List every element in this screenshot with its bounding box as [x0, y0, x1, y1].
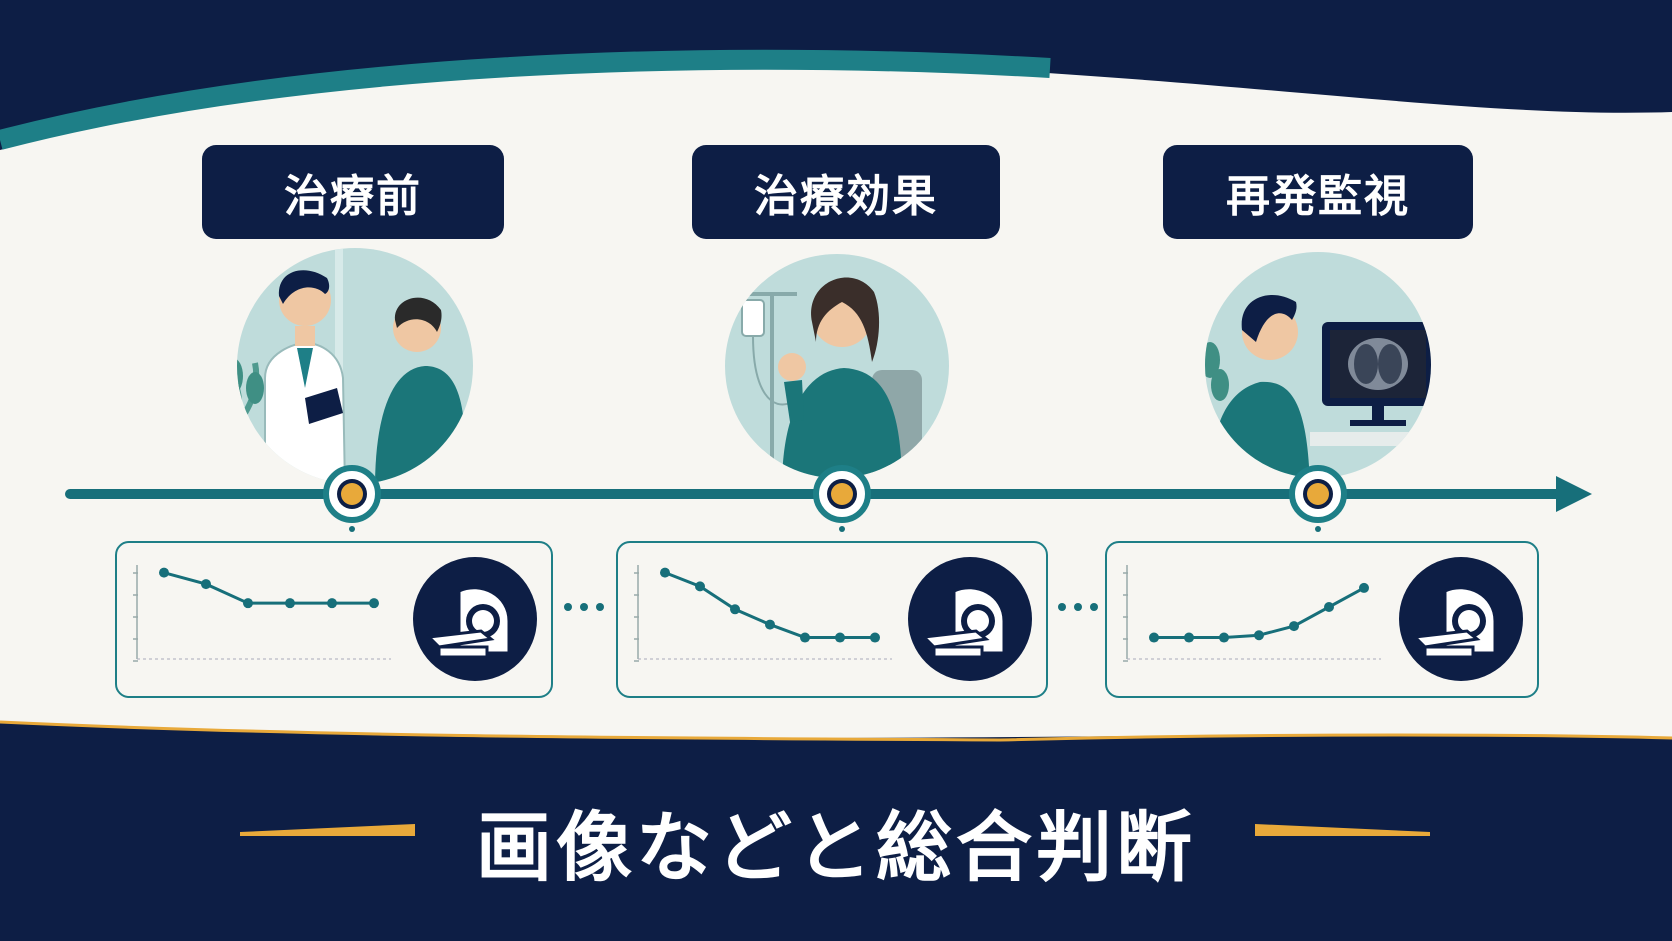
ct-monitor-illustration: [1205, 252, 1431, 478]
data-point: [159, 567, 169, 578]
trend-chart-recurrence: [1123, 565, 1381, 662]
chart-panel-effect: [616, 541, 1048, 698]
data-point: [1289, 621, 1299, 632]
data-point: [369, 598, 379, 609]
conclusion-text: 画像などと総合判断: [476, 803, 1196, 892]
data-point: [1149, 632, 1159, 643]
stage-label-before: 治療前: [202, 145, 504, 239]
data-point: [765, 619, 775, 630]
ellipsis-2: [1058, 603, 1098, 611]
data-point: [870, 632, 880, 643]
scanner-bed: [1411, 629, 1481, 649]
ct-scanner-icon: [908, 557, 1032, 681]
ct-scanner-icon: [413, 557, 537, 681]
data-point: [730, 604, 740, 615]
data-point: [1184, 632, 1194, 643]
data-point: [1324, 602, 1334, 612]
stage-label-recurrence: 再発監視: [1163, 145, 1473, 239]
series-line: [1154, 586, 1365, 640]
scanner-bore-inner: [1458, 610, 1480, 632]
iv-treatment-illustration: [725, 254, 949, 478]
chart-panel-recurrence: [1105, 541, 1539, 698]
chart-panel-before: [115, 541, 553, 698]
data-point: [1219, 632, 1229, 643]
data-point: [835, 632, 845, 643]
scanner-bore-inner: [967, 610, 989, 632]
scanner-bed: [425, 629, 495, 649]
scanner-bed-base: [437, 645, 489, 659]
data-point: [201, 579, 211, 590]
data-point: [800, 632, 810, 643]
trend-chart-before: [133, 565, 391, 662]
data-point: [285, 598, 295, 609]
scanner-bed-base: [1423, 645, 1475, 659]
trend-chart-effect: [634, 565, 892, 662]
data-point: [327, 598, 337, 609]
data-point: [243, 598, 253, 609]
ct-scanner-icon: [1399, 557, 1523, 681]
data-point: [1254, 630, 1264, 641]
scanner-bed-base: [932, 645, 984, 659]
data-point: [695, 581, 705, 592]
scanner-bed: [920, 629, 990, 649]
data-point: [660, 567, 670, 578]
stage-label-effect: 治療効果: [692, 145, 1000, 239]
scanner-bore-inner: [472, 610, 494, 632]
series-line: [163, 571, 374, 605]
data-point: [1359, 582, 1369, 593]
ellipsis-1: [564, 603, 604, 611]
doctor-consultation-illustration: [237, 248, 473, 484]
